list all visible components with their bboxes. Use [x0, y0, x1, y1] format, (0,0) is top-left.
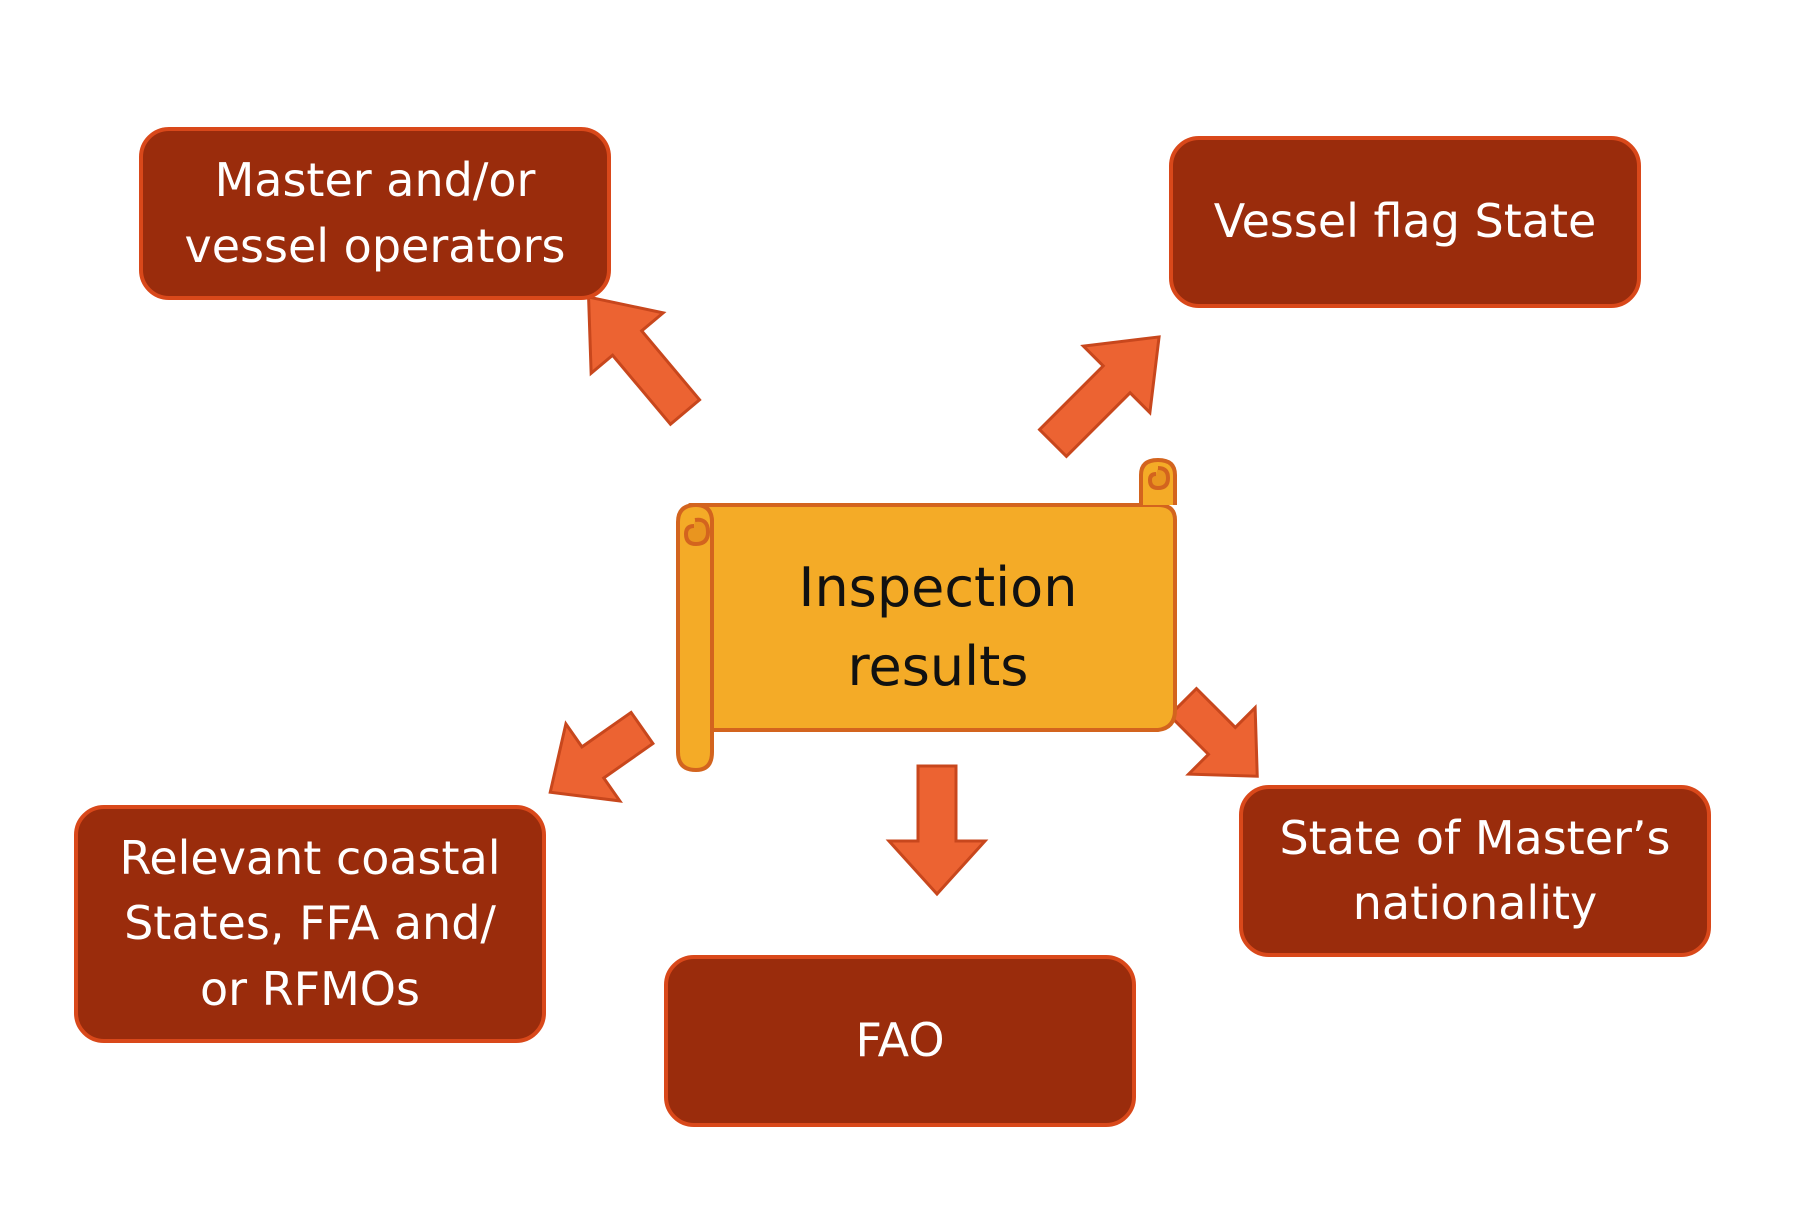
arrow-to-master	[587, 295, 702, 427]
arrow-to-coastal	[548, 710, 655, 803]
flag-state-box: Vessel flag State	[1169, 136, 1641, 308]
fao-box: FAO	[664, 955, 1136, 1127]
master-nationality-box: State of Master’s nationality	[1239, 785, 1711, 957]
master-operators-box: Master and/or vessel operators	[139, 127, 611, 300]
coastal-states-box: Relevant coastal States, FFA and/ or RFM…	[74, 805, 546, 1043]
inspection-results-label: Inspection results	[798, 556, 1078, 698]
inspection-results-scroll	[676, 458, 1177, 772]
arrow-to-flag-state	[1037, 335, 1161, 459]
arrow-to-nationality	[1167, 686, 1259, 778]
arrow-to-fao	[885, 764, 989, 897]
